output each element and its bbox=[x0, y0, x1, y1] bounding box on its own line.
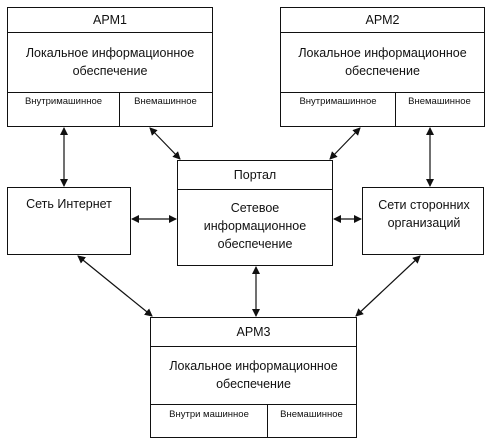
arm3-internal: Внутри машинное bbox=[169, 408, 249, 420]
arm2-internal: Внутримашинное bbox=[299, 95, 377, 107]
arm1-divider-mid bbox=[119, 92, 120, 127]
arm1-title: АРМ1 bbox=[93, 13, 127, 27]
internet-block: Сеть Интернет bbox=[7, 187, 131, 255]
arm2-divider-bottom bbox=[281, 92, 484, 93]
arm2-external: Внемашинное bbox=[408, 95, 471, 107]
arm3-divider-bottom bbox=[151, 404, 356, 405]
arm1-divider-bottom bbox=[8, 92, 212, 93]
arm3-divider-top bbox=[151, 346, 356, 347]
arm3-body: Локальное информационное обеспечение bbox=[169, 359, 338, 391]
portal-body: Сетевое информационное обеспечение bbox=[203, 201, 307, 251]
arm1-external: Внемашинное bbox=[134, 95, 197, 107]
arm2-body: Локальное информационное обеспечение bbox=[298, 46, 467, 78]
portal-block: Портал Сетевое информационное обеспечени… bbox=[177, 160, 333, 266]
arrow-arm2-portal bbox=[329, 127, 361, 160]
third-party-label: Сети сторонних организаций bbox=[378, 198, 470, 230]
arm2-divider-top bbox=[281, 32, 484, 33]
arm1-body: Локальное информационное обеспечение bbox=[25, 46, 195, 78]
arm2-divider-mid bbox=[395, 92, 396, 127]
arm2-title: АРМ2 bbox=[365, 13, 400, 27]
arrow-thirdparty-arm3 bbox=[355, 255, 421, 317]
arrow-internet-arm3 bbox=[77, 255, 153, 317]
arm3-external: Внемашинное bbox=[280, 408, 343, 420]
internet-label: Сеть Интернет bbox=[26, 197, 112, 211]
third-party-block: Сети сторонних организаций bbox=[362, 187, 484, 255]
arrow-arm1-portal bbox=[149, 127, 181, 160]
arm3-title: АРМ3 bbox=[236, 325, 271, 339]
arm2-block: АРМ2 Локальное информационное обеспечени… bbox=[280, 7, 485, 127]
portal-title: Портал bbox=[233, 168, 277, 182]
arm1-internal: Внутримашинное bbox=[24, 95, 103, 107]
arm3-block: АРМ3 Локальное информационное обеспечени… bbox=[150, 317, 357, 438]
arm3-divider-mid bbox=[267, 404, 268, 438]
arm1-divider-top bbox=[8, 32, 212, 33]
arm1-block: АРМ1 Локальное информационное обеспечени… bbox=[7, 7, 213, 127]
portal-divider bbox=[178, 189, 332, 190]
